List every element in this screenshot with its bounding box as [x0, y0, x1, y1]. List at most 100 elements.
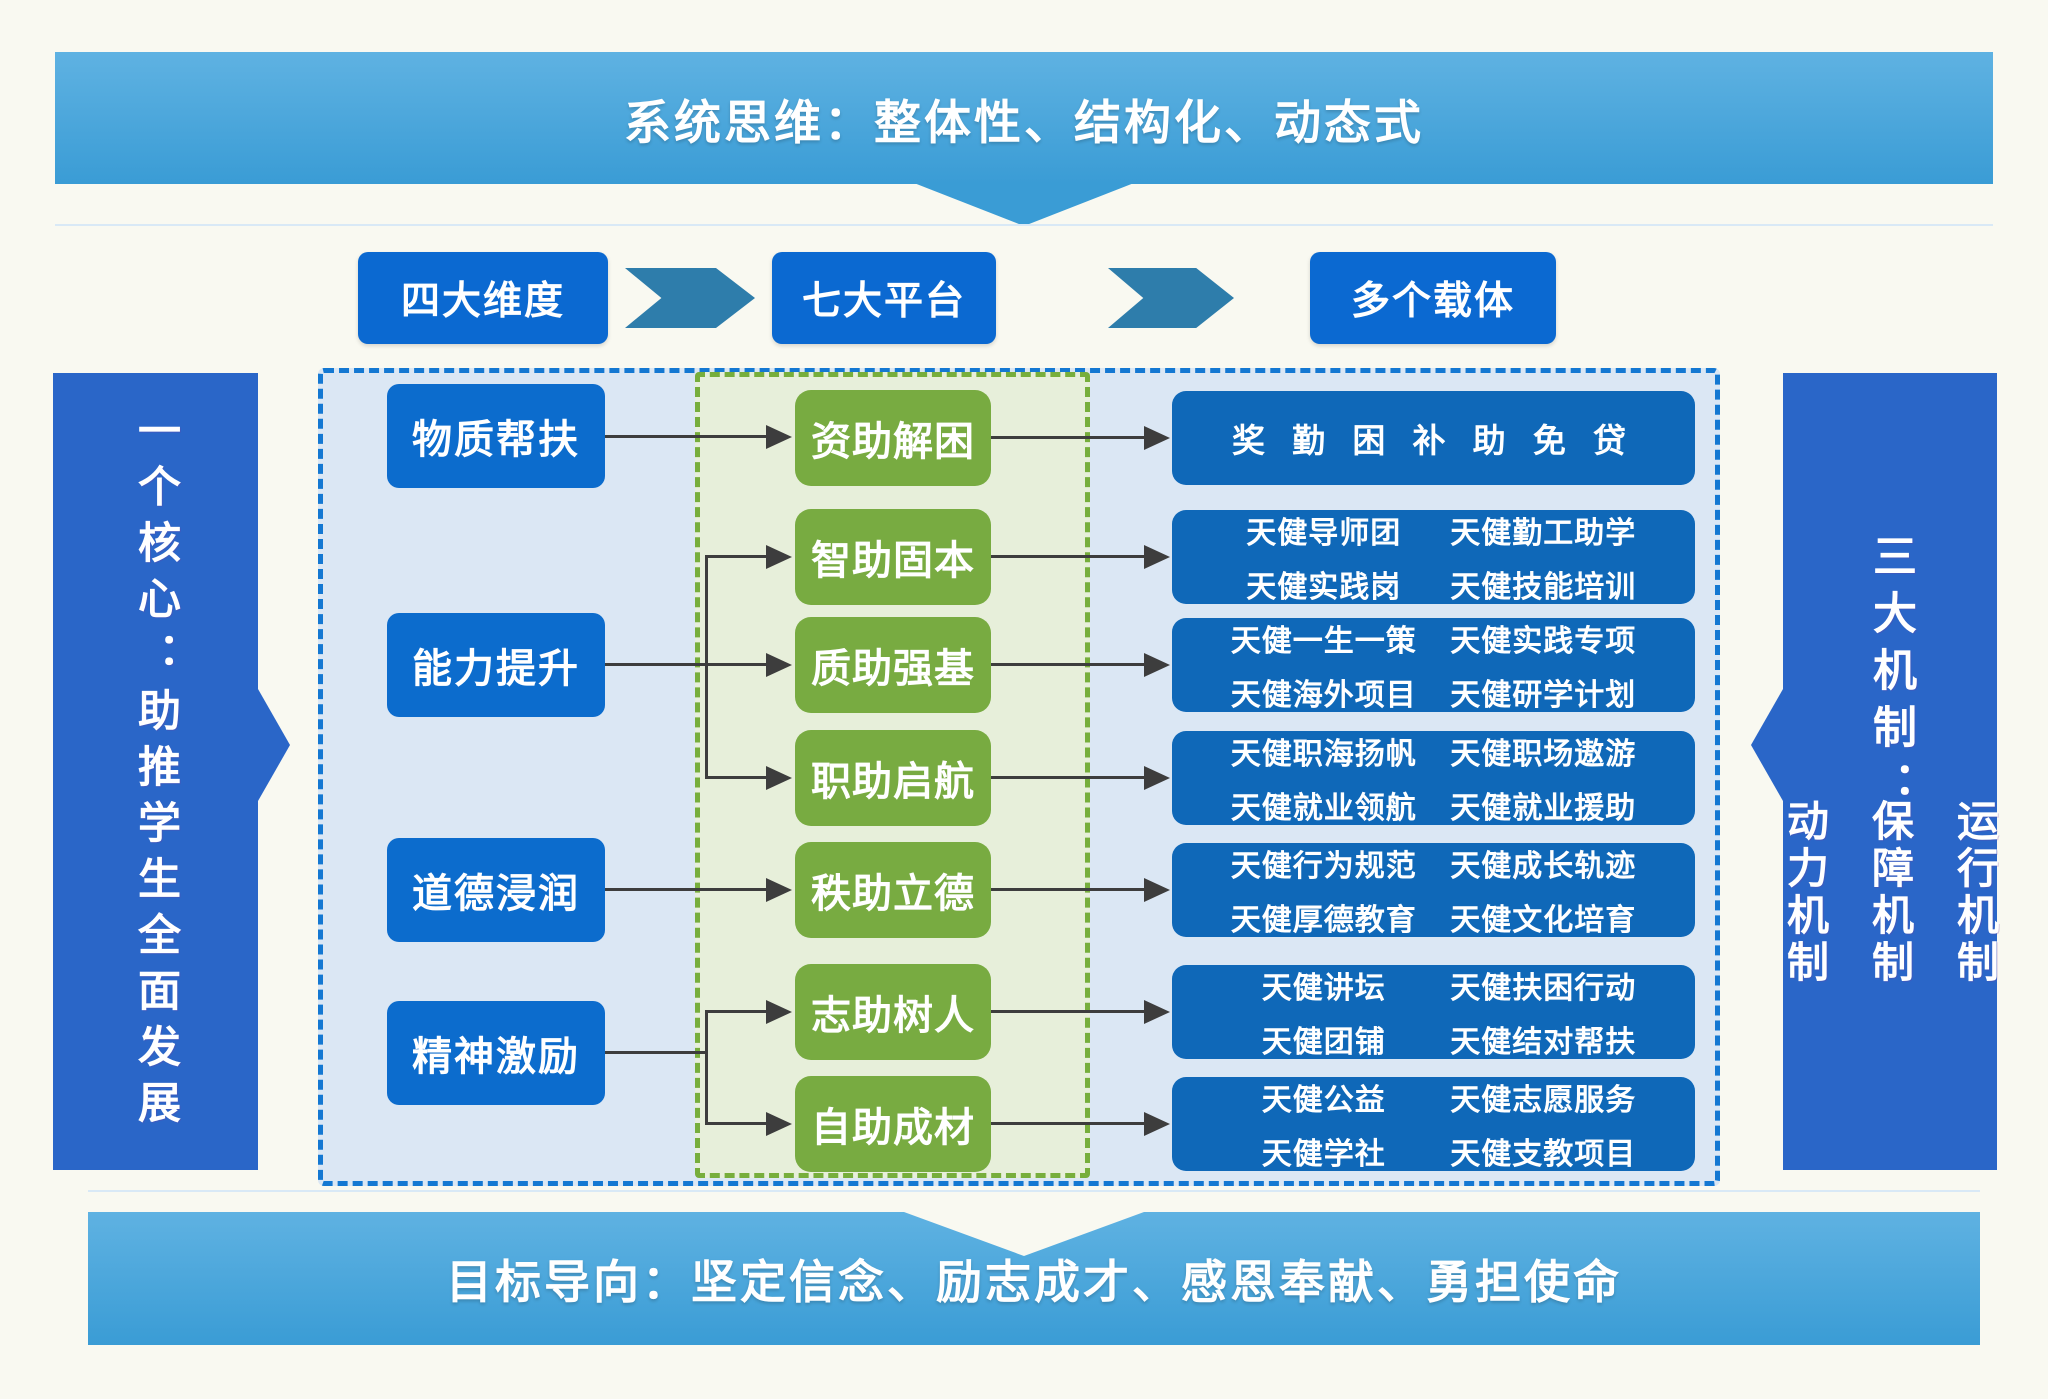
connector-line [605, 435, 766, 438]
connector-line [605, 1051, 707, 1054]
carrier-box: 天健公益 天健志愿服务 天健学社 天健支教项目 [1172, 1077, 1695, 1171]
top-banner-down-arrow-icon [914, 183, 1134, 226]
dimension-box: 精神激励 [387, 1001, 605, 1105]
bottom-divider-line [88, 1190, 1980, 1192]
connector-line [605, 663, 766, 666]
connector-line [991, 555, 1144, 558]
arrow-head-icon [766, 1112, 792, 1136]
bottom-banner-notch-icon [904, 1212, 1144, 1256]
flow-step-label: 多个载体 [1350, 280, 1515, 323]
dimension-box: 道德浸润 [387, 838, 605, 942]
carrier-item: 天健就业领航 [1230, 792, 1417, 825]
platform-box: 志助树人 [795, 964, 991, 1060]
right-sidebar-title: 三大机制： [1866, 533, 1915, 818]
arrow-head-icon [766, 425, 792, 449]
carrier-item: 天健导师团 [1246, 517, 1402, 550]
arrow-head-icon [766, 653, 792, 677]
carrier-item: 天健成长轨迹 [1450, 850, 1637, 883]
carrier-items: 天健导师团 天健勤工助学 天健实践岗 天健技能培训 [1172, 510, 1695, 604]
platform-label: 质助强基 [811, 647, 975, 691]
connector-line [991, 1010, 1144, 1013]
platform-box: 秩助立德 [795, 842, 991, 938]
top-banner-text: 系统思维：整体性、结构化、动态式 [624, 95, 1424, 149]
carrier-item: 天健支教项目 [1450, 1138, 1637, 1171]
connector-line [991, 663, 1144, 666]
platform-label: 秩助立德 [811, 872, 975, 916]
connector-line [705, 1122, 766, 1125]
left-sidebar-arrow-icon [258, 689, 290, 801]
left-sidebar-inner: 一个核心：助推学生全面发展 [53, 373, 258, 1170]
carrier-item: 天健扶困行动 [1450, 972, 1637, 1005]
flow-step-label: 四大维度 [400, 280, 565, 323]
platform-label: 志助树人 [811, 994, 975, 1038]
platform-label: 智助固本 [811, 539, 975, 583]
carrier-box: 天健职海扬帆 天健职场遨游 天健就业领航 天健就业援助 [1172, 731, 1695, 825]
arrow-head-icon [1144, 426, 1170, 450]
carrier-box: 天健一生一策 天健实践专项 天健海外项目 天健研学计划 [1172, 618, 1695, 712]
carrier-item: 天健实践岗 [1246, 571, 1402, 604]
arrow-head-icon [1144, 878, 1170, 902]
arrow-head-icon [1144, 766, 1170, 790]
platform-box: 职助启航 [795, 730, 991, 826]
dimension-label: 能力提升 [412, 647, 580, 691]
carrier-box: 天健行为规范 天健成长轨迹 天健厚德教育 天健文化培育 [1172, 843, 1695, 937]
carrier-items: 天健公益 天健志愿服务 天健学社 天健支教项目 [1172, 1077, 1695, 1171]
carrier-item: 天健公益 [1261, 1084, 1386, 1117]
carrier-item: 天健厚德教育 [1230, 904, 1417, 937]
chevron-right-icon [625, 268, 755, 328]
flow-step-platforms: 七大平台 [772, 252, 996, 344]
carrier-item: 天健一生一策 [1230, 625, 1417, 658]
dimension-box: 能力提升 [387, 613, 605, 717]
carrier-item: 天健行为规范 [1230, 850, 1417, 883]
connector-line [705, 555, 766, 558]
connector-line [705, 1010, 766, 1013]
dimension-label: 物质帮扶 [412, 418, 580, 462]
connector-line [991, 436, 1144, 439]
connector-line [705, 1010, 708, 1125]
carrier-item: 天健海外项目 [1230, 679, 1417, 712]
carrier-item: 奖 勤 困 补 助 免 贷 [1231, 422, 1635, 459]
platform-label: 职助启航 [811, 760, 975, 804]
flow-step-dimensions: 四大维度 [358, 252, 608, 344]
left-sidebar-core: 一个核心：助推学生全面发展 [53, 373, 258, 1170]
dimension-label: 道德浸润 [412, 872, 580, 916]
platform-label: 自助成材 [811, 1106, 975, 1150]
carrier-item: 天健结对帮扶 [1450, 1026, 1637, 1059]
platform-box: 资助解困 [795, 390, 991, 486]
dimension-box: 物质帮扶 [387, 384, 605, 488]
arrow-head-icon [766, 878, 792, 902]
carrier-box: 天健讲坛 天健扶困行动 天健团铺 天健结对帮扶 [1172, 965, 1695, 1059]
mechanism-label: 保障机制 [1866, 799, 1914, 987]
carrier-items: 天健一生一策 天健实践专项 天健海外项目 天健研学计划 [1172, 618, 1695, 712]
mechanism-label: 动力机制 [1781, 799, 1829, 987]
arrow-head-icon [1144, 1112, 1170, 1136]
carrier-items: 天健讲坛 天健扶困行动 天健团铺 天健结对帮扶 [1172, 965, 1695, 1059]
arrow-head-icon [766, 1000, 792, 1024]
platform-box: 智助固本 [795, 509, 991, 605]
arrow-head-icon [766, 545, 792, 569]
flow-step-carriers: 多个载体 [1310, 252, 1556, 344]
carrier-item: 天健文化培育 [1450, 904, 1637, 937]
arrow-head-icon [1144, 653, 1170, 677]
bottom-banner-text: 目标导向：坚定信念、励志成才、感恩奉献、勇担使命 [446, 1255, 1622, 1308]
connector-line [991, 888, 1144, 891]
flow-step-label: 七大平台 [801, 280, 966, 323]
top-divider-line [55, 224, 1993, 226]
carrier-item: 天健职场遨游 [1450, 738, 1637, 771]
carrier-box: 天健导师团 天健勤工助学 天健实践岗 天健技能培训 [1172, 510, 1695, 604]
connector-line [705, 776, 766, 779]
carrier-item: 天健学社 [1261, 1138, 1386, 1171]
platform-box: 质助强基 [795, 617, 991, 713]
platform-box: 自助成材 [795, 1076, 991, 1172]
carrier-items: 奖 勤 困 补 助 免 贷 [1172, 391, 1695, 485]
connector-line [991, 1122, 1144, 1125]
arrow-head-icon [1144, 545, 1170, 569]
connector-line [991, 776, 1144, 779]
left-sidebar-text: 一个核心：助推学生全面发展 [131, 407, 180, 1136]
arrow-head-icon [1144, 1000, 1170, 1024]
carrier-item: 天健志愿服务 [1450, 1084, 1637, 1117]
carrier-item: 天健就业援助 [1450, 792, 1637, 825]
right-sidebar-columns: 动力机制 保障机制 运行机制 [1782, 799, 1999, 987]
right-sidebar-arrow-icon [1751, 689, 1783, 801]
right-sidebar-mechanisms: 三大机制： 动力机制 保障机制 运行机制 [1782, 373, 1999, 1170]
